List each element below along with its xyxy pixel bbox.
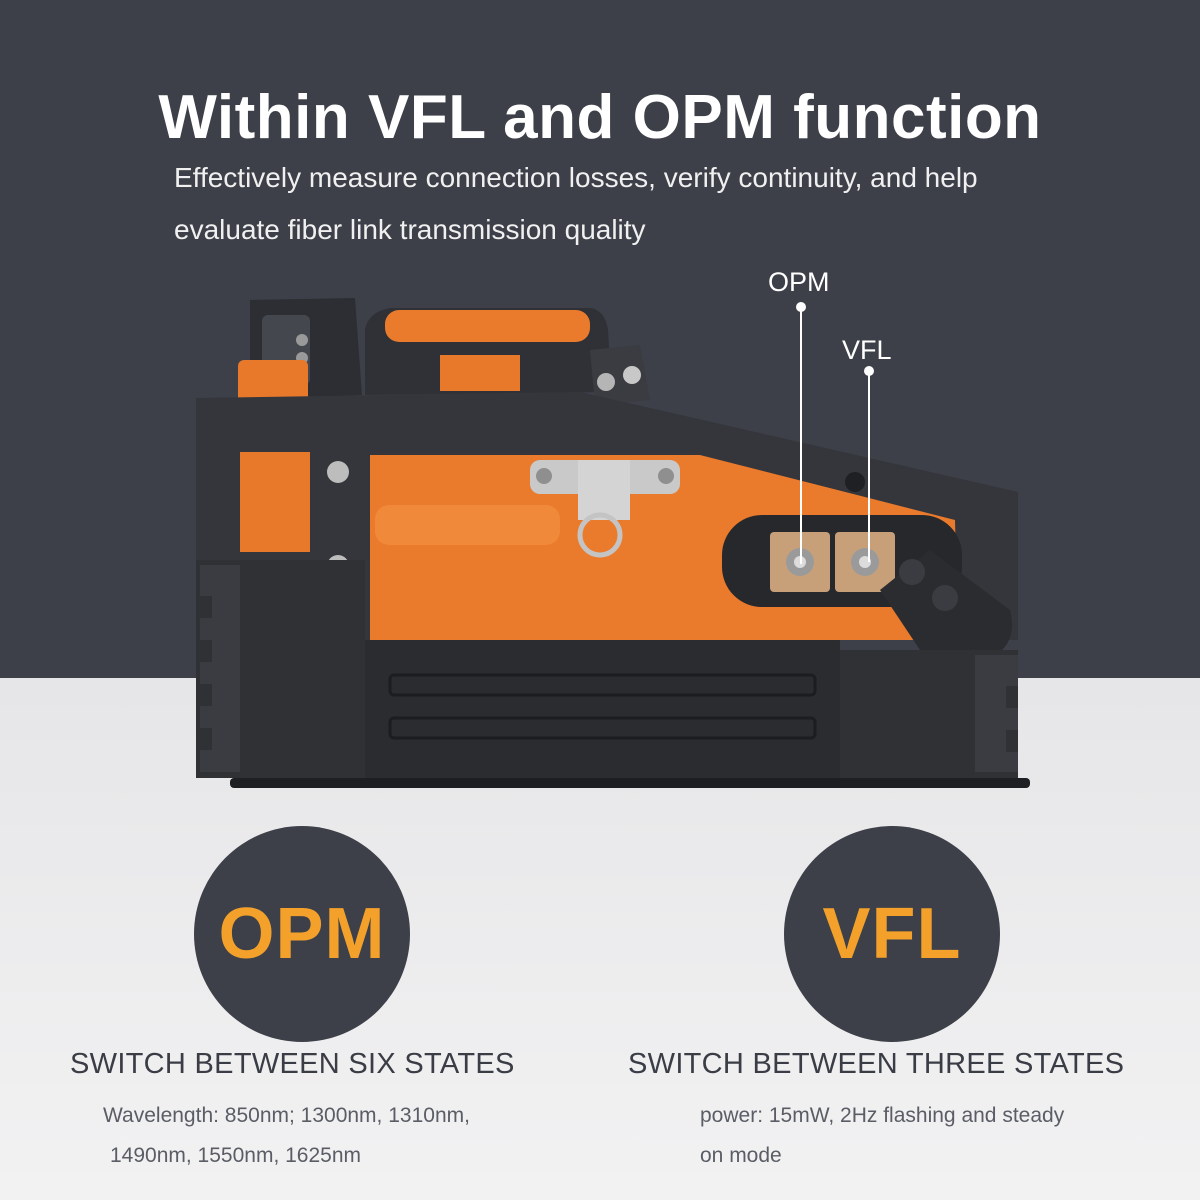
vfl-leader-dot [864, 366, 874, 376]
vent-slot [388, 716, 817, 740]
screw [327, 461, 349, 483]
opm-badge: OPM [194, 826, 410, 1042]
vent-slot [388, 673, 817, 697]
left-orange-cap [238, 360, 308, 405]
vfl-detail-line-2: on mode [700, 1144, 782, 1167]
vfl-heading: SWITCH BETWEEN THREE STATES [628, 1048, 1125, 1080]
opm-detail-line-1: Wavelength: 850nm; 1300nm, 1310nm, [103, 1104, 470, 1127]
lid-orange-panel [385, 310, 590, 342]
right-bumper [975, 655, 1018, 772]
vfl-badge-text: VFL [822, 894, 962, 974]
left-bumper [200, 565, 240, 772]
device-base-shadow [230, 778, 1030, 788]
opm-detail-line-2: 1490nm, 1550nm, 1625nm [110, 1144, 362, 1167]
vfl-port-label: VFL [842, 335, 892, 365]
subline-1: Effectively measure connection losses, v… [174, 162, 978, 193]
d-ring [577, 512, 623, 558]
subline-2: evaluate fiber link transmission quality [174, 214, 646, 245]
opm-leader-dot [796, 302, 806, 312]
opm-leader-line [800, 308, 802, 564]
opm-port-label: OPM [768, 267, 830, 297]
vfl-leader-line [868, 372, 870, 562]
opm-badge-text: OPM [218, 894, 386, 974]
headline: Within VFL and OPM function [158, 83, 1042, 152]
vfl-badge: VFL [784, 826, 1000, 1042]
vfl-detail-line-1: power: 15mW, 2Hz flashing and steady [700, 1104, 1065, 1127]
opm-heading: SWITCH BETWEEN SIX STATES [70, 1048, 515, 1080]
